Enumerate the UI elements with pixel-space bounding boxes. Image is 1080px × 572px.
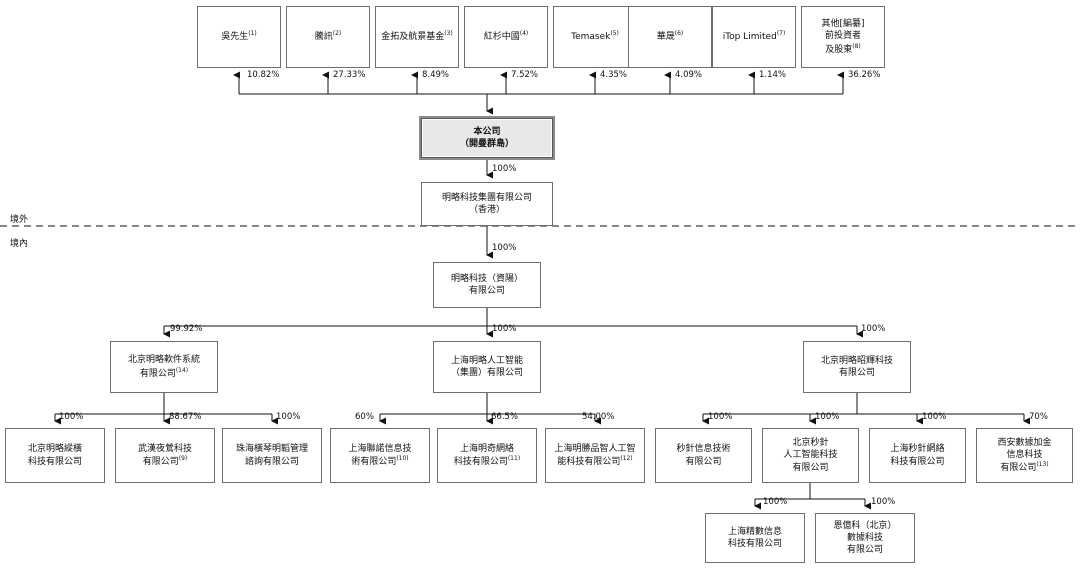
pct-sh7: 1.14% (759, 70, 787, 80)
shareholder-label: 騰訊(2) (314, 30, 342, 43)
pct-ziyang-rengong: 100% (492, 324, 517, 334)
shareholder-footnote-ref: (6) (674, 30, 684, 38)
shareholder-label: 其他[編纂] 前投資者 及股東(8) (821, 19, 865, 55)
shareholder-label: 華晟(6) (656, 30, 684, 43)
entity-label: 上海秒針網絡 科技有限公司 (890, 444, 945, 467)
entity-bj_ruanjian[interactable]: 北京明略軟件系統 有限公司(14) (110, 341, 218, 393)
pct-mingqi: 66.5% (491, 412, 519, 422)
shareholder-footnote-ref: (2) (332, 30, 342, 38)
entity-sh_mingsheng[interactable]: 上海明勝品智人工智 能科技有限公司(12) (545, 428, 645, 483)
entity-bj_zhaohui[interactable]: 北京明略昭輝科技 有限公司 (803, 341, 911, 393)
shareholder-label: iTop Limited(7) (722, 30, 786, 43)
pct-liannuo: 60% (355, 412, 374, 422)
pct-jingshu: 100% (763, 497, 788, 507)
shareholder-label: 金拓及航景基金(3) (381, 30, 453, 43)
entity-label: 北京明略昭輝科技 有限公司 (820, 355, 893, 378)
entity-label: 西安數據加金 信息科技 有限公司(13) (997, 437, 1052, 474)
pct-ziyang-zhaohui: 100% (861, 324, 886, 334)
pct-enyike: 100% (871, 497, 896, 507)
pct-miaozhen-ai: 100% (815, 412, 840, 422)
entity-label: 北京明略軟件系統 有限公司(14) (127, 355, 200, 379)
entity-sh_jingshu[interactable]: 上海精數信息 科技有限公司 (705, 513, 805, 563)
entity-xa_shujujiajin[interactable]: 西安數據加金 信息科技 有限公司(13) (976, 428, 1073, 483)
entity-company[interactable]: 本公司 （開曼群島） (421, 118, 553, 158)
entity-label: 恩億科（北京） 數據科技 有限公司 (833, 520, 897, 556)
shareholder-footnote-ref: (3) (444, 30, 453, 38)
entity-ziyang[interactable]: 明略科技（資陽） 有限公司 (433, 262, 541, 308)
shareholder-footnote-ref: (7) (776, 30, 786, 38)
shareholder-sh4[interactable]: 紅杉中國(4) (464, 6, 548, 68)
entity-footnote-ref: (14) (175, 366, 189, 374)
shareholder-sh2[interactable]: 騰訊(2) (286, 6, 370, 68)
pct-sh8: 36.26% (848, 70, 881, 80)
entity-zh_hengqin[interactable]: 珠海橫琴明韜管理 諮詢有限公司 (222, 428, 322, 483)
shareholder-label: 紅杉中國(4) (483, 30, 529, 43)
pct-sh4: 7.52% (511, 70, 539, 80)
pct-sh2: 27.33% (333, 70, 366, 80)
shareholder-sh5[interactable]: Temasek(5) (553, 6, 637, 68)
entity-footnote-ref: (12) (620, 455, 633, 462)
shareholder-footnote-ref: (1) (248, 30, 257, 38)
shareholder-sh7[interactable]: iTop Limited(7) (712, 6, 796, 68)
pct-sh3: 8.49% (422, 70, 450, 80)
entity-enyike[interactable]: 恩億科（北京） 數據科技 有限公司 (815, 513, 915, 563)
entity-label: 上海精數信息 科技有限公司 (727, 526, 782, 549)
pct-hengqin: 100% (276, 412, 301, 422)
entity-wh_yeying[interactable]: 武漢夜鶯科技 有限公司(9) (115, 428, 215, 483)
shareholder-label: Temasek(5) (571, 30, 619, 43)
entity-label: 北京明略縱橫 科技有限公司 (27, 444, 82, 467)
shareholder-label: 吳先生(1) (221, 30, 257, 43)
entity-label: 珠海橫琴明韜管理 諮詢有限公司 (235, 444, 308, 467)
entity-label: 本公司 （開曼群島） (459, 126, 514, 149)
entity-label: 北京秒針 人工智能科技 有限公司 (783, 438, 838, 473)
entity-bj_miaozhen_ai[interactable]: 北京秒針 人工智能科技 有限公司 (762, 428, 859, 483)
entity-footnote-ref: (11) (507, 455, 521, 462)
shareholder-footnote-ref: (4) (519, 30, 529, 38)
entity-footnote-ref: (10) (396, 455, 409, 462)
entity-label: 上海聯諾信息技 術有限公司(10) (348, 443, 412, 467)
entity-label: 上海明勝品智人工智 能科技有限公司(12) (554, 443, 636, 467)
pct-hk-ziyang: 100% (492, 243, 517, 253)
shareholder-sh1[interactable]: 吳先生(1) (197, 6, 281, 68)
shareholder-footnote-ref: (5) (610, 30, 619, 38)
pct-sh6: 4.09% (675, 70, 703, 80)
pct-sh5: 4.35% (600, 70, 628, 80)
entity-hk[interactable]: 明略科技集團有限公司 （香港） (421, 182, 553, 226)
pct-miaozhen-net: 100% (922, 412, 947, 422)
pct-yeying: 88.67% (169, 412, 202, 422)
pct-zongheng: 100% (59, 412, 84, 422)
entity-footnote-ref: (9) (178, 455, 188, 462)
pct-company-hk: 100% (492, 164, 517, 174)
entity-sh_liannuo[interactable]: 上海聯諾信息技 術有限公司(10) (330, 428, 430, 483)
entity-sh_mingqi[interactable]: 上海明奇網絡 科技有限公司(11) (437, 428, 537, 483)
entity-label: 上海明奇網絡 科技有限公司(11) (453, 443, 521, 467)
shareholder-sh8[interactable]: 其他[編纂] 前投資者 及股東(8) (801, 6, 885, 68)
pct-xian: 70% (1029, 412, 1048, 422)
pct-mingsheng: 54.00% (582, 412, 615, 422)
entity-bj_zongheng[interactable]: 北京明略縱橫 科技有限公司 (5, 428, 105, 483)
shareholder-sh6[interactable]: 華晟(6) (628, 6, 712, 68)
zone-label-offshore: 境外 (10, 215, 29, 225)
pct-ziyang-ruanjian: 99.92% (170, 324, 203, 334)
entity-footnote-ref: (13) (1036, 461, 1049, 469)
entity-label: 上海明略人工智能 （集團）有限公司 (450, 355, 523, 378)
zone-label-onshore: 境內 (10, 239, 29, 249)
entity-label: 武漢夜鶯科技 有限公司(9) (137, 443, 192, 467)
shareholder-sh3[interactable]: 金拓及航景基金(3) (375, 6, 459, 68)
pct-sh1: 10.82% (247, 70, 280, 80)
entity-miaozhen_info[interactable]: 秒針信息技術 有限公司 (655, 428, 752, 483)
entity-label: 明略科技（資陽） 有限公司 (450, 273, 523, 296)
pct-miaozhen-info: 100% (708, 412, 733, 422)
entity-sh_miaozhen_net[interactable]: 上海秒針網絡 科技有限公司 (869, 428, 966, 483)
entity-label: 明略科技集團有限公司 （香港） (441, 192, 532, 215)
shareholder-footnote-ref: (8) (852, 42, 861, 50)
entity-label: 秒針信息技術 有限公司 (676, 444, 731, 467)
entity-sh_rengong[interactable]: 上海明略人工智能 （集團）有限公司 (433, 341, 541, 393)
